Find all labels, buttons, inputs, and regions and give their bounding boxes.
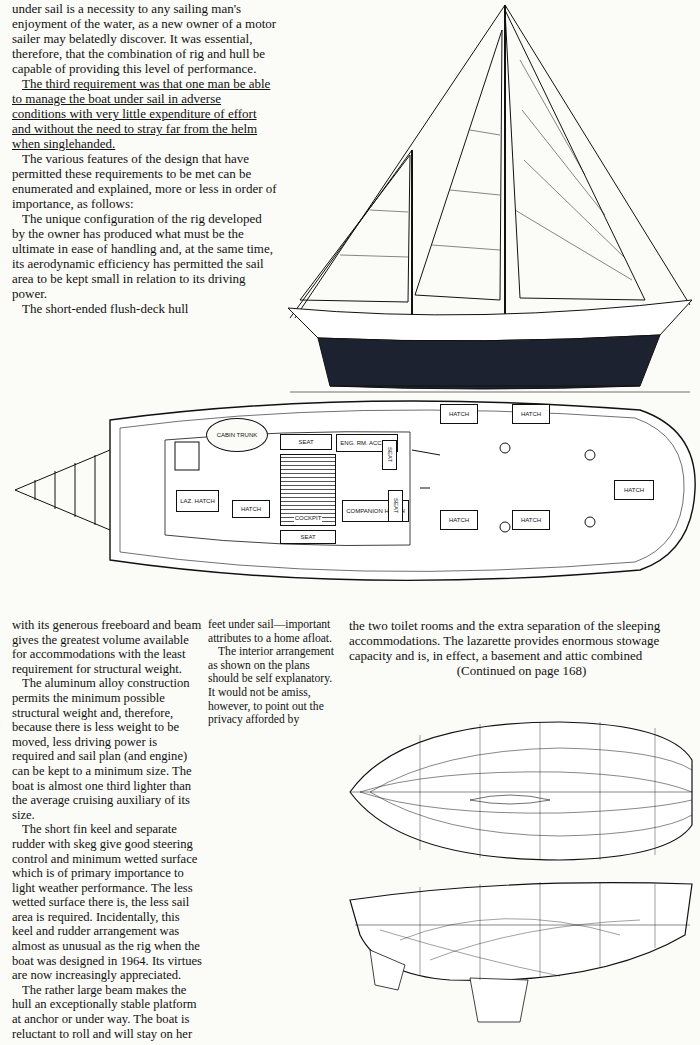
deck-label: COCKPIT: [294, 515, 323, 522]
hatch-box: LAZ. HATCH: [176, 490, 219, 512]
article-paragraph: The rather large beam makes the hull an …: [12, 983, 202, 1041]
cockpit-area: COCKPIT: [280, 454, 336, 526]
article-paragraph: feet under sail—important attributes to …: [208, 618, 342, 645]
lines-plan: [350, 722, 692, 1022]
deck-label: SEAT: [391, 498, 400, 513]
article-paragraph: The aluminum alloy construction permits …: [12, 676, 202, 822]
hatch-box: HATCH: [440, 404, 478, 424]
article-paragraph: under sail is a necessity to any sailing…: [12, 1, 277, 76]
seat-box: SEAT: [388, 490, 403, 522]
seat-box: SEAT: [382, 440, 397, 470]
article-paragraph: The various features of the design that …: [12, 151, 277, 211]
deck-label: SEAT: [297, 439, 314, 446]
deck-plan: [15, 401, 695, 580]
deck-label: HATCH: [520, 411, 542, 418]
deck-label: HATCH: [623, 487, 645, 494]
seat-box: SEAT: [280, 530, 336, 544]
text-column: with its generous freeboard and beam giv…: [12, 618, 202, 1041]
text-column: the two toilet rooms and the extra separ…: [349, 618, 694, 678]
hatch-box: HATCH: [512, 510, 550, 530]
deck-label: SEAT: [385, 447, 394, 462]
article-paragraph: The unique configuration of the rig deve…: [12, 211, 277, 301]
article-paragraph: The interior arrangement as shown on the…: [208, 645, 342, 727]
hatch-box: HATCH: [512, 404, 550, 424]
article-paragraph: with its generous freeboard and beam giv…: [12, 618, 202, 676]
deck-label: HATCH: [520, 517, 542, 524]
deck-label: CABIN TRUNK: [216, 432, 259, 439]
hatch-box: HATCH: [614, 480, 654, 500]
continuation-note: (Continued on page 168): [349, 663, 694, 678]
deck-label: LAZ. HATCH: [179, 498, 216, 505]
article-paragraph: the two toilet rooms and the extra separ…: [349, 618, 694, 663]
article-paragraph: The short fin keel and separate rudder w…: [12, 822, 202, 983]
deck-label: HATCH: [448, 517, 470, 524]
deck-label: HATCH: [448, 411, 470, 418]
seat-box: SEAT: [280, 434, 332, 450]
article-paragraph: The third requirement was that one man b…: [12, 76, 277, 151]
article-paragraph: The short-ended flush-deck hull: [12, 301, 277, 316]
deck-label: HATCH: [240, 506, 262, 513]
text-column: under sail is a necessity to any sailing…: [12, 1, 277, 316]
sail-plan: [288, 5, 692, 392]
cabin-trunk: CABIN TRUNK: [206, 418, 268, 452]
hatch-box: HATCH: [440, 510, 478, 530]
text-column: feet under sail—important attributes to …: [208, 618, 342, 727]
deck-label: SEAT: [299, 534, 316, 541]
hatch-box: HATCH: [232, 500, 270, 518]
